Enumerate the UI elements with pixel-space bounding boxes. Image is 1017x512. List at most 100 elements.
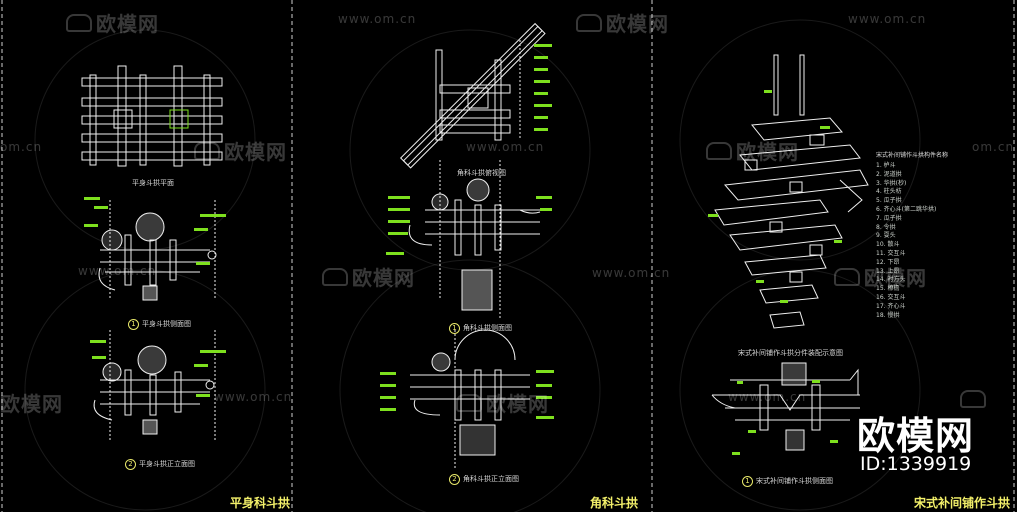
panel-title-song: 宋式补间铺作斗拱 <box>914 496 1011 510</box>
legend-item: 2. 泥道拱 <box>876 170 902 178</box>
watermark-url: www.om.cn <box>848 12 927 26</box>
jiaoke-side-view <box>408 160 541 320</box>
watermark-brand: 欧模网 <box>322 262 415 291</box>
legend-item: 13. 上昂 <box>876 267 900 275</box>
watermark-brand: 欧模网 <box>834 262 927 291</box>
watermark-brand: 欧模网 <box>0 392 63 416</box>
leader-tag <box>536 396 552 399</box>
watermark-brand: 欧模网 <box>576 8 669 37</box>
leader-tag <box>200 214 226 217</box>
caption-number: 1 <box>128 319 139 330</box>
watermark-url: www.om.cn <box>728 390 807 404</box>
leader-tag <box>84 224 98 227</box>
legend-item: 10. 散斗 <box>876 241 900 249</box>
leader-tag <box>534 128 548 131</box>
leader-tag <box>534 44 552 47</box>
pingshen-front-view <box>93 330 216 440</box>
watermark-url: www.om.cn <box>78 264 157 278</box>
leader-tag <box>540 208 552 211</box>
watermark-brand <box>960 388 990 412</box>
watermark-sofa-icon <box>456 394 482 412</box>
legend-item: 18. 慢拱 <box>876 311 900 319</box>
leader-tag <box>834 240 842 243</box>
leader-tag <box>534 116 548 119</box>
watermark-brand: 欧模网 <box>66 8 159 37</box>
jiaoke-plan-view <box>399 22 546 169</box>
leader-tag <box>196 394 210 397</box>
caption-song-exploded: 宋式补间铺作斗拱分件装配示意图 <box>738 349 843 357</box>
watermark-sofa-icon <box>960 390 986 408</box>
watermark-sofa-icon <box>576 14 602 32</box>
watermark-sofa-icon <box>66 14 92 32</box>
leader-tag <box>732 452 740 455</box>
leader-tags <box>84 44 842 455</box>
watermark-url: om.cn <box>972 140 1015 154</box>
legend-item: 17. 齐心斗 <box>876 302 906 310</box>
watermark-sofa-icon <box>194 142 220 160</box>
caption-number: 1 <box>449 323 460 334</box>
leader-tag <box>534 104 552 107</box>
leader-tag <box>380 384 396 387</box>
leader-tag <box>92 356 106 359</box>
leader-tag <box>388 232 408 235</box>
legend-item: 14. 衬方头 <box>876 276 906 284</box>
legend-item: 3. 华拱(杪) <box>876 179 907 187</box>
legend-item: 8. 令拱 <box>876 223 896 231</box>
legend-item: 16. 交互斗 <box>876 293 906 301</box>
leader-tag <box>820 126 830 129</box>
leader-tag <box>737 381 743 384</box>
legend-item: 4. 柱头枋 <box>876 188 902 196</box>
leader-tag <box>536 384 552 387</box>
caption-number: 2 <box>449 474 460 485</box>
song-exploded-view <box>714 54 869 329</box>
panel-title-jiaoke: 角科斗拱 <box>590 496 639 510</box>
song-side-view <box>711 362 860 451</box>
leader-tag <box>388 196 410 199</box>
leader-tag <box>196 262 210 265</box>
leader-tag <box>536 196 552 199</box>
leader-tag <box>388 220 410 223</box>
jiaoke-front-view <box>410 329 530 470</box>
leader-tag <box>534 68 548 71</box>
watermark-brand: 欧模网 <box>706 136 799 165</box>
watermark-sofa-icon <box>322 268 348 286</box>
leader-tag <box>200 350 226 353</box>
panel-title-pingshen: 平身科斗拱 <box>230 496 291 510</box>
watermark-url: om.cn <box>0 140 43 154</box>
legend-item: 5. 瓜子拱 <box>876 197 902 205</box>
legend-item: 15. 橑檐 <box>876 285 900 293</box>
watermark-brand: 欧模网 <box>456 388 549 417</box>
watermark-url: www.om.cn <box>214 390 293 404</box>
caption-number: 1 <box>742 476 753 487</box>
leader-tag <box>388 208 410 211</box>
leader-tag <box>708 214 718 217</box>
leader-tag <box>780 300 788 303</box>
leader-tag <box>94 206 108 209</box>
pingshen-side-view <box>98 200 217 301</box>
leader-tag <box>830 440 838 443</box>
leader-tag <box>534 92 548 95</box>
legend-item: 11. 交互斗 <box>876 249 906 257</box>
leader-tag <box>90 340 106 343</box>
leader-tag <box>812 380 820 383</box>
watermark-sofa-icon <box>706 142 732 160</box>
leader-tag <box>380 408 396 411</box>
leader-tag <box>194 228 208 231</box>
watermark-sofa-icon <box>834 268 860 286</box>
leader-tag <box>536 370 554 373</box>
watermark-url: www.om.cn <box>592 266 671 280</box>
legend-item: 6. 齐心斗(第二跳华拱) <box>876 205 937 213</box>
brand-logo-text: 欧模网 <box>857 414 975 458</box>
caption-pingshen-plan: 平身斗拱平面 <box>132 179 174 187</box>
pingshen-plan-view <box>81 65 223 167</box>
legend-item: 9. 耍头 <box>876 232 896 240</box>
legend-item: 12. 下昂 <box>876 258 900 266</box>
model-id: ID:1339919 <box>860 453 972 475</box>
